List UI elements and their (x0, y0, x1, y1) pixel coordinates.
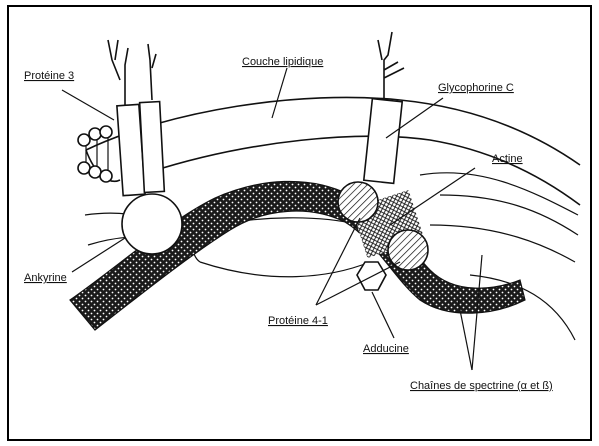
label-proteine-4-1: Protéine 4-1 (268, 315, 328, 327)
label-glycophorine-c: Glycophorine C (438, 82, 514, 94)
lipid-heads-icon (78, 126, 112, 182)
proteine-4-1-circle-2 (388, 230, 428, 270)
proteine-4-1-circle-1 (338, 182, 378, 222)
label-spectrine: Chaînes de spectrine (α et ß) (410, 380, 553, 392)
label-adducine: Adducine (363, 343, 409, 355)
label-couche-lipidique: Couche lipidique (242, 56, 323, 68)
proteine-3-protein (108, 40, 164, 196)
label-ankyrine: Ankyrine (24, 272, 67, 284)
label-proteine-3: Protéine 3 (24, 70, 74, 82)
glycophorine-c-protein (364, 32, 404, 183)
label-actine: Actine (492, 153, 523, 165)
ankyrine-protein (122, 194, 182, 254)
figure-frame (8, 6, 591, 440)
